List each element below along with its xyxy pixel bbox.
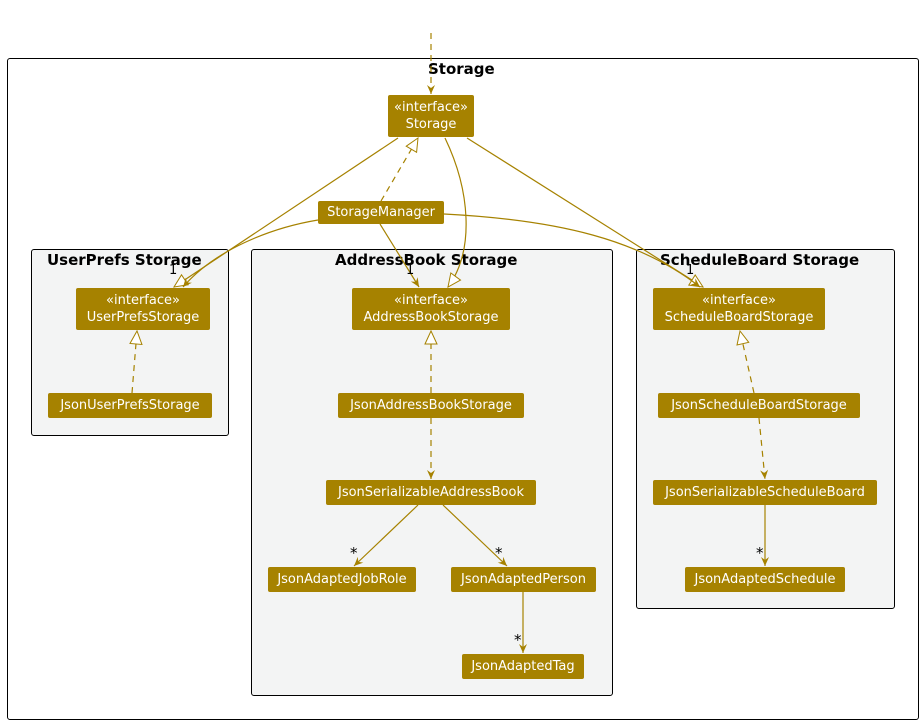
storage-name: Storage: [405, 117, 457, 132]
addressbook-package-title: AddressBook Storage: [335, 251, 518, 269]
storagemanager-name: StorageManager: [327, 205, 435, 220]
multiplicity-tag: *: [514, 631, 522, 649]
storagemanager-to-addressbook-edge: [379, 223, 420, 288]
jsonadaptedschedule-node[interactable]: JsonAdaptedSchedule: [685, 567, 845, 592]
addressbookstorage-stereotype: «interface»: [394, 293, 468, 308]
jsonuserprefsstorage-name: JsonUserPrefsStorage: [60, 398, 200, 413]
storage-interface-node[interactable]: «interface» Storage: [388, 95, 474, 137]
storagemanager-node[interactable]: StorageManager: [318, 201, 444, 224]
jsonscheduleboardstorage-node[interactable]: JsonScheduleBoardStorage: [658, 393, 860, 418]
multiplicity-userprefs: 1: [169, 263, 177, 278]
storage-stereotype: «interface»: [394, 100, 468, 115]
multiplicity-addressbook: 1: [406, 263, 414, 278]
addressbookstorage-name: AddressBookStorage: [363, 310, 499, 325]
jsonadaptedschedule-name: JsonAdaptedSchedule: [694, 572, 836, 587]
storagemanager-to-scheduleboard-edge: [443, 213, 701, 288]
jsonuserprefs-realizes-edge: [129, 329, 143, 394]
scheduleboardstorage-name: ScheduleBoardStorage: [664, 310, 814, 325]
multiplicity-person: *: [495, 544, 503, 562]
scheduleboardstorage-stereotype: «interface»: [702, 293, 776, 308]
storagemanager-realizes-storage-edge: [380, 136, 419, 202]
jsonadaptedperson-name: JsonAdaptedPerson: [461, 572, 586, 587]
addressbookstorage-interface-node[interactable]: «interface» AddressBookStorage: [352, 288, 510, 330]
jsonadaptedtag-node[interactable]: JsonAdaptedTag: [462, 654, 584, 679]
serializable-to-jobrole-edge: [353, 504, 419, 567]
storage-extends-addressbook-edge: [444, 137, 467, 288]
scheduleboardstorage-interface-node[interactable]: «interface» ScheduleBoardStorage: [653, 288, 825, 330]
userprefs-package-title: UserPrefs Storage: [47, 251, 202, 269]
jsonscheduleboard-realizes-edge: [736, 329, 755, 394]
jsonserializablescheduleboard-name: JsonSerializableScheduleBoard: [665, 485, 865, 500]
storagemanager-to-userprefs-edge: [182, 219, 319, 288]
userprefsstorage-interface-node[interactable]: «interface» UserPrefsStorage: [76, 288, 210, 330]
multiplicity-jobrole: *: [350, 544, 358, 562]
jsonserializablescheduleboard-node[interactable]: JsonSerializableScheduleBoard: [653, 480, 877, 505]
jsonscheduleboard-to-serializable-edge: [758, 417, 769, 480]
multiplicity-scheduleboard: 1: [686, 263, 694, 278]
serializable-to-person-edge: [442, 504, 508, 567]
jsonadaptedjobrole-node[interactable]: JsonAdaptedJobRole: [268, 567, 416, 592]
jsonadaptedjobrole-name: JsonAdaptedJobRole: [277, 572, 407, 587]
jsonaddressbookstorage-node[interactable]: JsonAddressBookStorage: [338, 393, 524, 418]
storage-extends-scheduleboard-edge: [466, 137, 705, 288]
jsonadaptedperson-node[interactable]: JsonAdaptedPerson: [451, 567, 596, 592]
storage-frame-title: Storage: [428, 60, 495, 78]
jsonadaptedtag-name: JsonAdaptedTag: [471, 659, 575, 674]
userprefsstorage-stereotype: «interface»: [106, 293, 180, 308]
jsonserializableaddressbook-name: JsonSerializableAddressBook: [338, 485, 524, 500]
jsonuserprefsstorage-node[interactable]: JsonUserPrefsStorage: [48, 393, 212, 418]
multiplicity-schedule: *: [756, 544, 764, 562]
jsonscheduleboardstorage-name: JsonScheduleBoardStorage: [671, 398, 847, 413]
userprefsstorage-name: UserPrefsStorage: [86, 310, 200, 325]
jsonaddressbookstorage-name: JsonAddressBookStorage: [350, 398, 512, 413]
scheduleboard-package-title: ScheduleBoard Storage: [660, 251, 860, 269]
jsonserializableaddressbook-node[interactable]: JsonSerializableAddressBook: [326, 480, 536, 505]
